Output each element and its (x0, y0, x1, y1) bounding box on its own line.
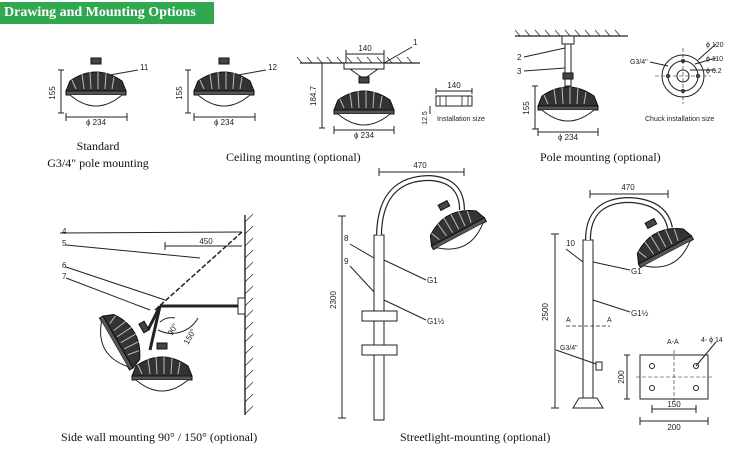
section-a-left: A (566, 317, 571, 324)
label-g112-street2: G1½ (631, 309, 649, 318)
dim-234-standard: ϕ 234 (86, 118, 107, 127)
label-g34-chuck: G3/4" (630, 59, 648, 66)
angle-90: 90° (166, 322, 180, 337)
callout-2: 2 (517, 53, 522, 62)
installation-size-label: Installation size (437, 116, 485, 123)
pole-mounting-drawing: 2 3 155 ϕ 234 (514, 29, 628, 142)
angle-150: 150° (182, 327, 198, 346)
dim-12-5: 12.5 (422, 111, 429, 125)
callout-7: 7 (62, 272, 67, 281)
dim-2300: 2300 (329, 291, 338, 309)
dim-470-street1: 470 (413, 161, 427, 170)
callout-8: 8 (344, 234, 349, 243)
standard-mounting-drawing: 155 ϕ 234 11 (48, 57, 149, 127)
caption-standard-line1: Standard (76, 139, 120, 153)
dim-234-pole: ϕ 234 (558, 133, 579, 142)
dim-140-install: 140 (447, 81, 461, 90)
dim-150: 150 (667, 400, 681, 409)
caption-pole: Pole mounting (optional) (540, 150, 661, 164)
side-wall-mounting-drawing: 450 90° 150° 4 5 6 7 (59, 213, 254, 415)
dim-184-7: 184.7 (309, 85, 318, 106)
dim-4-phi-14: 4- ϕ 14 (701, 337, 723, 344)
caption-standard-line2: G3/4" pole mounting (47, 156, 149, 170)
ceiling-bracket-drawing: 140 184.7 ϕ 234 1 (296, 38, 420, 140)
callout-1: 1 (413, 38, 418, 47)
section-a-right: A (607, 317, 612, 324)
streetlight-mounting-drawing-1: 470 2300 8 9 G1 G1½ (329, 161, 493, 421)
callout-11: 11 (140, 63, 149, 72)
callout-10: 10 (566, 239, 575, 248)
dim-155-pole: 155 (522, 101, 531, 115)
dim-phi-120: ϕ 120 (706, 42, 724, 49)
caption-streetlight: Streetlight-mounting (optional) (400, 430, 551, 444)
installation-size-detail: 140 12.5 Installation size (422, 81, 485, 125)
callout-6: 6 (62, 261, 67, 270)
dim-200-horizontal: 200 (667, 423, 681, 432)
section-a-a-label: A-A (667, 339, 679, 346)
chuck-installation-label: Chuck installation size (645, 116, 714, 123)
callout-9: 9 (344, 257, 349, 266)
chuck-installation-detail: ϕ 120 ϕ 110 ϕ 6.2 G3/4" Chuck installati… (630, 42, 724, 123)
callout-12: 12 (268, 63, 277, 72)
dim-2500: 2500 (541, 303, 550, 321)
dim-140-ceiling: 140 (358, 44, 372, 53)
dim-155-ceiling: 155 (175, 86, 184, 100)
dim-234-ceiling: ϕ 234 (214, 118, 235, 127)
dim-200-vertical: 200 (617, 370, 626, 384)
section-a-a-detail: A-A 200 150 200 4- ϕ 14 (617, 337, 723, 432)
label-g112-street1: G1½ (427, 317, 445, 326)
callout-3: 3 (517, 67, 522, 76)
dim-phi-110: ϕ 110 (706, 56, 723, 63)
dim-234-bracket: ϕ 234 (354, 131, 375, 140)
ceiling-mounting-drawing: 155 ϕ 234 12 (175, 57, 277, 127)
dim-450: 450 (199, 237, 213, 246)
label-g1-street1: G1 (427, 276, 438, 285)
dim-155-standard: 155 (48, 86, 57, 100)
caption-sidewall: Side wall mounting 90° / 150° (optional) (61, 430, 258, 444)
caption-ceiling: Ceiling mounting (optional) (226, 150, 361, 164)
dim-phi-6-2: ϕ 6.2 (706, 68, 722, 75)
label-g1-street2: G1 (631, 267, 642, 276)
label-g34-street2: G3/4" (560, 345, 578, 352)
callout-5: 5 (62, 239, 67, 248)
streetlight-mounting-drawing-2: 470 2500 10 G1 G1½ G3/4" A A (541, 183, 700, 409)
section-header: Drawing and Mounting Options (0, 2, 214, 24)
callout-4: 4 (62, 227, 67, 236)
dim-470-street2: 470 (621, 183, 635, 192)
